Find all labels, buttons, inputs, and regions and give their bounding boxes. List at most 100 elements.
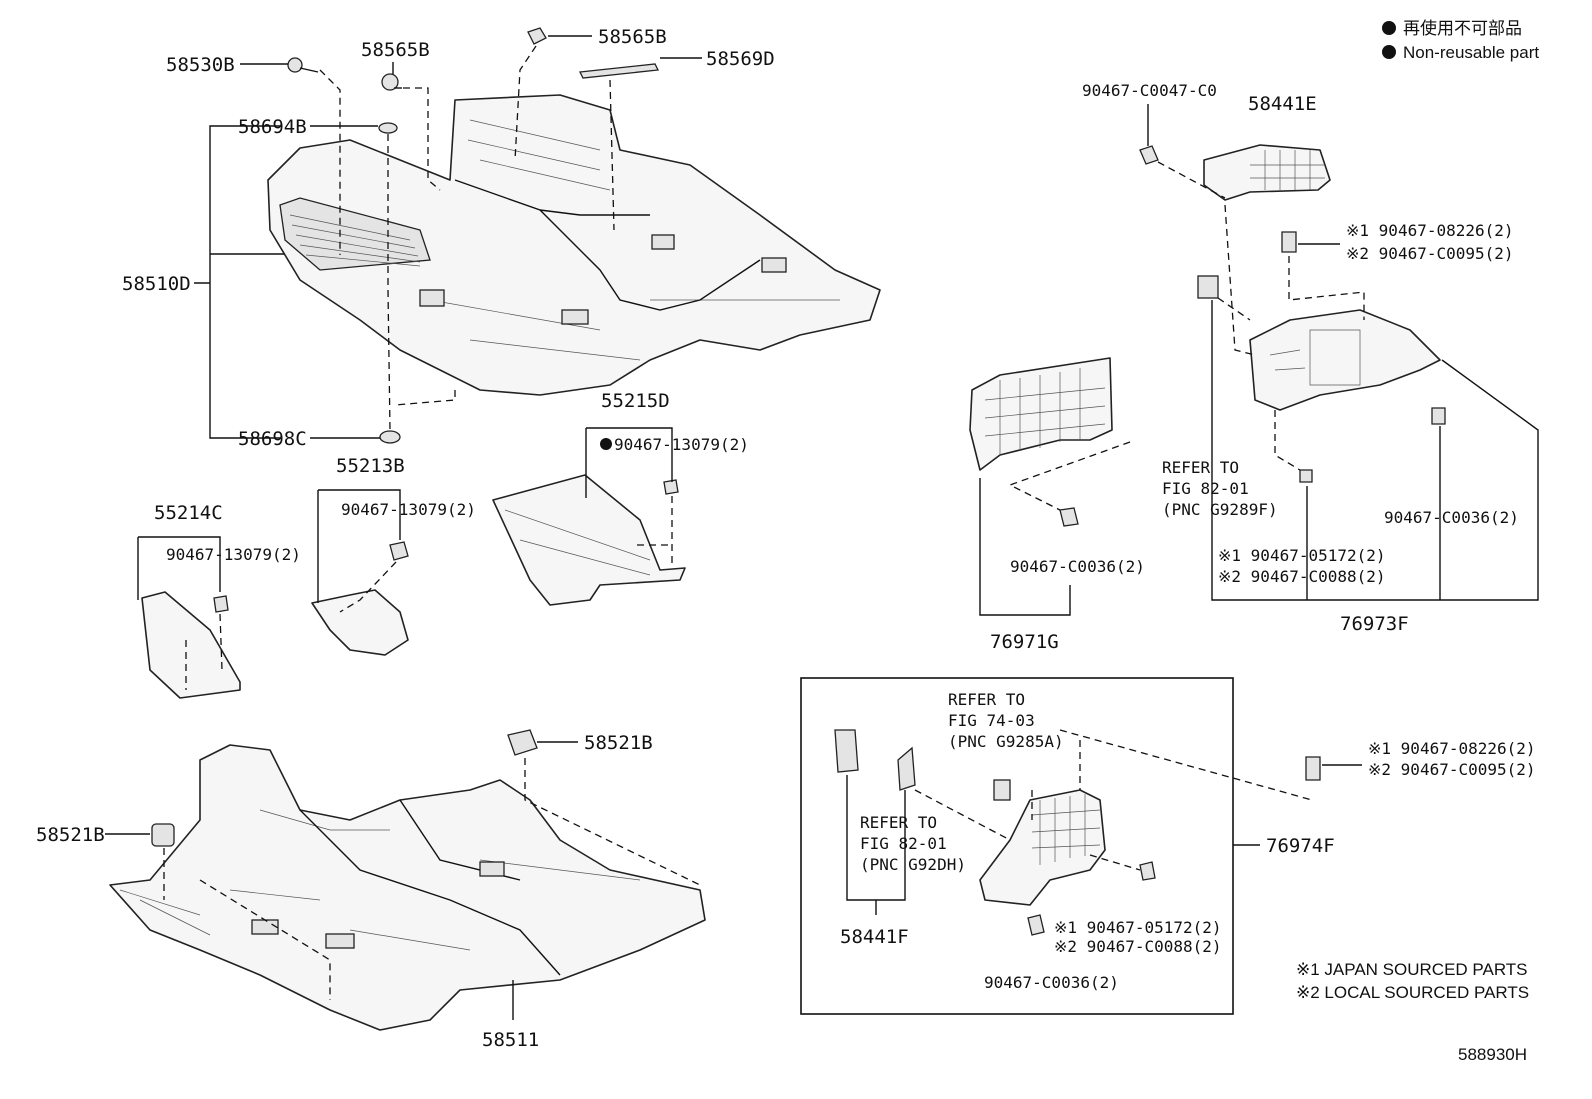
label-58441E: 58441E	[1248, 93, 1317, 115]
carpet-tunnel-edge	[454, 179, 761, 311]
fastener-58565B-right	[527, 27, 547, 45]
fastener-58530B	[287, 57, 319, 73]
grommet-58521B-left	[151, 823, 175, 847]
label-58521B-left: 58521B	[36, 824, 105, 846]
part-labels: 58530B 58565B 58565B 58569D 58694B 58510…	[36, 26, 1536, 1051]
label-58694B: 58694B	[238, 116, 307, 138]
label-76974F: 76974F	[1266, 835, 1335, 857]
inset-box-76974F	[800, 677, 1234, 1015]
clip-icon	[1431, 407, 1446, 425]
clip-90467-08226-outside	[1305, 756, 1362, 781]
trim-76974F	[834, 729, 1156, 936]
label-55215D-clip: 90467-13079(2)	[614, 435, 749, 454]
label-58565B-right: 58565B	[598, 26, 667, 48]
label-r2-b: ※2 90467-C0088(2)	[1218, 567, 1386, 586]
leader-bracket-76973F	[1211, 300, 1539, 601]
label-90467-C0036-c: 90467-C0036(2)	[984, 973, 1119, 992]
label-58698C: 58698C	[238, 428, 307, 450]
clip-icon	[1281, 231, 1297, 253]
carpet-pad	[325, 933, 355, 949]
pad-icon	[897, 746, 916, 791]
legend-en: Non-reusable part	[1403, 43, 1539, 62]
fastener-58565B-left	[381, 73, 402, 91]
label-58510D: 58510D	[122, 273, 191, 295]
clip-icon	[1299, 469, 1313, 483]
bullet-icon	[1382, 45, 1396, 59]
floor-mat-ribbed-area	[279, 197, 431, 271]
carpet-pad	[479, 861, 505, 877]
clip-icon	[1059, 507, 1079, 527]
cover-55213B	[311, 489, 409, 656]
pad-icon	[834, 729, 859, 773]
label-r2-a: ※2 90467-C0095(2)	[1346, 244, 1514, 263]
label-r1-c: ※1 90467-08226(2)	[1368, 739, 1536, 758]
label-55214C: 55214C	[154, 502, 223, 524]
label-90467-C0036-a: 90467-C0036(2)	[1384, 508, 1519, 527]
figure-id: 588930H	[1458, 1045, 1527, 1064]
trim-76973F	[1197, 231, 1446, 483]
label-55215D: 55215D	[601, 390, 670, 412]
carpet-pad	[651, 234, 675, 250]
bullet-icon	[1382, 21, 1396, 35]
grommet-58521B-top	[507, 729, 538, 756]
non-reusable-bullet-icon	[600, 438, 612, 450]
footnote-japan-sourced: ※1 JAPAN SOURCED PARTS	[1296, 960, 1528, 979]
leader-bracket-58441F	[846, 775, 906, 915]
clip-58698C	[379, 430, 401, 444]
label-58441F: 58441F	[840, 926, 909, 948]
label-55214C-clip: 90467-13079(2)	[166, 545, 301, 564]
pad-icon	[993, 779, 1011, 801]
legend: 再使用不可部品 Non-reusable part	[1382, 18, 1539, 62]
footnote-local-sourced: ※2 LOCAL SOURCED PARTS	[1296, 983, 1529, 1002]
label-90467-C0036-b: 90467-C0036(2)	[1010, 557, 1145, 576]
clip-icon	[213, 595, 229, 613]
label-refer-c-1: REFER TO	[860, 813, 937, 832]
label-r1-b: ※1 90467-05172(2)	[1218, 546, 1386, 565]
dashed-links-lower	[163, 758, 701, 1000]
carpet-pad	[251, 919, 279, 935]
pad-icon	[1197, 275, 1219, 299]
carpet-pad	[761, 257, 787, 273]
mat-55215D	[492, 427, 686, 606]
label-r1-a: ※1 90467-08226(2)	[1346, 221, 1514, 240]
clip-icon	[1027, 914, 1045, 936]
carpet-pad	[561, 309, 589, 325]
label-r2-c: ※2 90467-C0095(2)	[1368, 760, 1536, 779]
leader-bracket-76971G	[979, 478, 1071, 616]
floor-carpet-lower	[109, 744, 706, 1031]
footnotes: ※1 JAPAN SOURCED PARTS ※2 LOCAL SOURCED …	[1296, 960, 1529, 1064]
clip-icon	[663, 479, 679, 495]
label-r1-d: ※1 90467-05172(2)	[1054, 918, 1222, 937]
trim-76971G	[969, 357, 1113, 527]
clip-icon	[389, 541, 409, 561]
label-90467-C0047-C0: 90467-C0047-C0	[1082, 81, 1217, 100]
label-refer-b-3: (PNC G9285A)	[948, 732, 1064, 751]
label-58511: 58511	[482, 1029, 539, 1051]
label-refer-c-3: (PNC G92DH)	[860, 855, 966, 874]
label-refer-c-2: FIG 82-01	[860, 834, 947, 853]
retainer-58569D	[578, 63, 660, 79]
carpet-pad	[419, 289, 445, 307]
cover-58441E	[1203, 144, 1331, 201]
legend-jp: 再使用不可部品	[1403, 18, 1522, 38]
dashed-links-76973F	[1217, 204, 1365, 471]
label-58565B-left: 58565B	[361, 39, 430, 61]
label-refer-a-1: REFER TO	[1162, 458, 1239, 477]
label-76971G: 76971G	[990, 631, 1059, 653]
dashed-link-76971G	[1008, 441, 1131, 511]
carpet-ribs	[289, 119, 840, 361]
leader-bracket-58510D	[194, 125, 284, 439]
label-r2-d: ※2 90467-C0088(2)	[1054, 937, 1222, 956]
dashed-links-upper	[319, 45, 615, 431]
floor-carpet-front-shape	[267, 94, 881, 396]
floor-carpet-front-assembly	[267, 94, 881, 396]
label-55213B-clip: 90467-13079(2)	[341, 500, 476, 519]
dashed-links-76974F	[914, 729, 1313, 871]
label-refer-b-2: FIG 74-03	[948, 711, 1035, 730]
clip-icon	[1139, 861, 1156, 881]
clip-90467-C0047	[1139, 104, 1226, 199]
label-refer-b-1: REFER TO	[948, 690, 1025, 709]
cover-55214C	[137, 536, 241, 699]
label-58530B: 58530B	[166, 54, 235, 76]
